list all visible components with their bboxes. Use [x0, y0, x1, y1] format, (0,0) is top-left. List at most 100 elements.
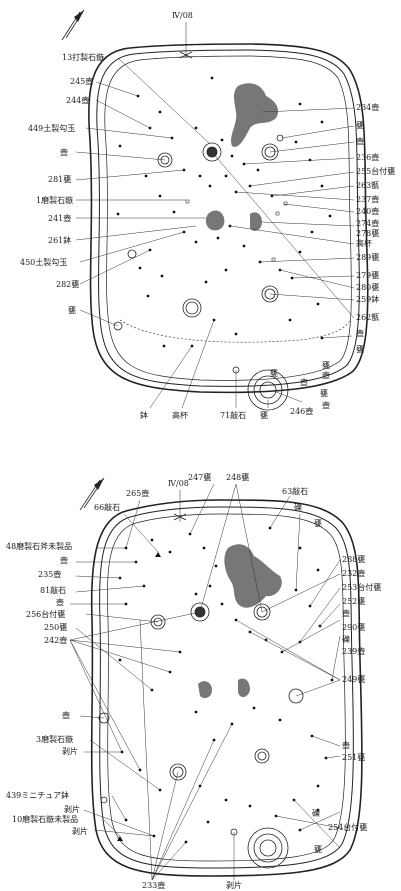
- label: 66敲石: [94, 502, 120, 512]
- label: 245壺: [70, 76, 93, 86]
- label: 241壺: [48, 213, 71, 223]
- label: 壺: [322, 400, 330, 410]
- label: 壺: [356, 328, 364, 338]
- labels-top-bottom: 247甕 248甕 265壺 66敲石 63敲石 礫: [94, 472, 308, 512]
- label: 237壺: [356, 194, 379, 204]
- labels-bottom-bottom: 233壺 剥片: [142, 880, 242, 890]
- label: 甕: [68, 305, 76, 315]
- label: 甕: [322, 360, 330, 370]
- labels-left-top: 13打製石鏃 245壺 244壺 449土製勾玉 壺 281甕 1磨製石鏃 24…: [20, 52, 104, 315]
- label: 449土製勾玉: [28, 123, 75, 133]
- label: 244壺: [66, 95, 89, 105]
- label: 248甕: [226, 472, 249, 482]
- label: 剥片: [72, 826, 88, 836]
- label: 高杯: [356, 238, 372, 248]
- label: 甕: [320, 388, 328, 398]
- label: 壺: [342, 608, 350, 618]
- label: 礫: [342, 634, 350, 644]
- label: 礫: [312, 808, 320, 818]
- label: 233壺: [142, 880, 165, 890]
- label: 鉢: [140, 410, 148, 420]
- artifact-points-bottom: [117, 526, 334, 844]
- leader-lines-bottom: [69, 483, 341, 881]
- label: 壺: [62, 710, 70, 720]
- label: 239壺: [342, 646, 365, 656]
- bottom-plan: Ⅳ/08: [6, 472, 381, 890]
- north-arrow-bottom: [79, 477, 105, 511]
- label: 71敲石: [220, 410, 246, 420]
- label: 甕: [356, 344, 364, 354]
- label: 280甕: [356, 282, 379, 292]
- label: 263甑: [356, 180, 379, 190]
- label: 256台付甕: [26, 609, 65, 619]
- label: 壺: [56, 597, 64, 607]
- label: 3磨製石鏃: [36, 734, 73, 744]
- label: 290甕: [342, 622, 365, 632]
- label: 礫: [294, 502, 302, 512]
- label: 甕: [356, 120, 364, 130]
- label: 235壺: [38, 569, 61, 579]
- leader-lines-top: [75, 57, 355, 409]
- label: 288甕: [342, 554, 365, 564]
- top-plan: Ⅳ/08: [20, 9, 395, 420]
- label: 253台付甕: [342, 582, 381, 592]
- label: 246壺: [290, 406, 313, 416]
- artifact-points-top: [116, 76, 332, 348]
- label: 252甕: [342, 596, 365, 606]
- label: 48磨製石斧未製品: [6, 541, 72, 551]
- label: 259鉢: [356, 294, 379, 304]
- label: 232壺: [342, 568, 365, 578]
- label: 壺: [322, 370, 330, 380]
- label: 壺: [356, 136, 364, 146]
- pits-bottom: [98, 602, 304, 869]
- label: 251甕: [342, 752, 365, 762]
- label: 甕: [270, 368, 278, 378]
- label: 甕: [314, 518, 322, 528]
- label: 262甑: [356, 312, 379, 322]
- label: 278甕: [356, 228, 379, 238]
- label: 壺: [60, 555, 68, 565]
- label: 249甕: [342, 674, 365, 684]
- labels-bottom-top: 鉢 高杯 71敲石 甕 246壺 甕 壺 甕 壺 甕: [140, 360, 330, 420]
- burnt-area-top: [231, 83, 279, 147]
- label: 剥片: [62, 746, 78, 756]
- label: 63敲石: [282, 486, 308, 496]
- label: 450土製勾玉: [20, 257, 67, 267]
- label: 壺: [60, 147, 68, 157]
- label: 274壺: [356, 218, 379, 228]
- label: 250甕: [44, 622, 67, 632]
- label: 1磨製石鏃: [36, 195, 73, 205]
- grid-label-top: Ⅳ/08: [172, 11, 193, 20]
- label: 甕: [314, 844, 322, 854]
- label: 234壺: [356, 102, 379, 112]
- labels-left-bottom: 48磨製石斧未製品 壺 235壺 81敲石 壺 256台付甕 250甕 242壺…: [6, 541, 88, 836]
- label: 439ミニチュア鉢: [6, 790, 69, 800]
- label: 289甕: [356, 252, 379, 262]
- label: 高杯: [172, 410, 188, 420]
- grid-label-bottom: Ⅳ/08: [168, 479, 189, 488]
- label: 剥片: [64, 804, 80, 814]
- north-arrow-top: [61, 9, 85, 41]
- label: 甕: [260, 410, 268, 420]
- label: 265壺: [126, 488, 149, 498]
- label: 壺: [342, 740, 350, 750]
- label: 81敲石: [40, 585, 66, 595]
- label: 242壺: [44, 635, 67, 645]
- label: 壺: [300, 377, 308, 387]
- label: 13打製石鏃: [62, 52, 104, 62]
- labels-right-bottom: 甕 288甕 232壺 253台付甕 252甕 壺 290甕 礫 239壺 24…: [312, 518, 381, 854]
- label: 247甕: [188, 472, 211, 482]
- label: 240壺: [356, 206, 379, 216]
- burnt-area-bottom: [224, 544, 282, 608]
- label: 281甕: [48, 174, 71, 184]
- label: 282甕: [56, 279, 79, 289]
- label: 279甕: [356, 270, 379, 280]
- label: 10磨製石鏃未製品: [12, 814, 78, 824]
- label: 255台付甕: [356, 166, 395, 176]
- label: 236壺: [356, 152, 379, 162]
- label: 261鉢: [48, 235, 71, 245]
- label: 剥片: [226, 880, 242, 890]
- labels-right-top: 234壺 甕 壺 236壺 255台付甕 263甑 237壺 240壺 274壺…: [300, 102, 395, 387]
- label: 254台付甕: [328, 822, 367, 832]
